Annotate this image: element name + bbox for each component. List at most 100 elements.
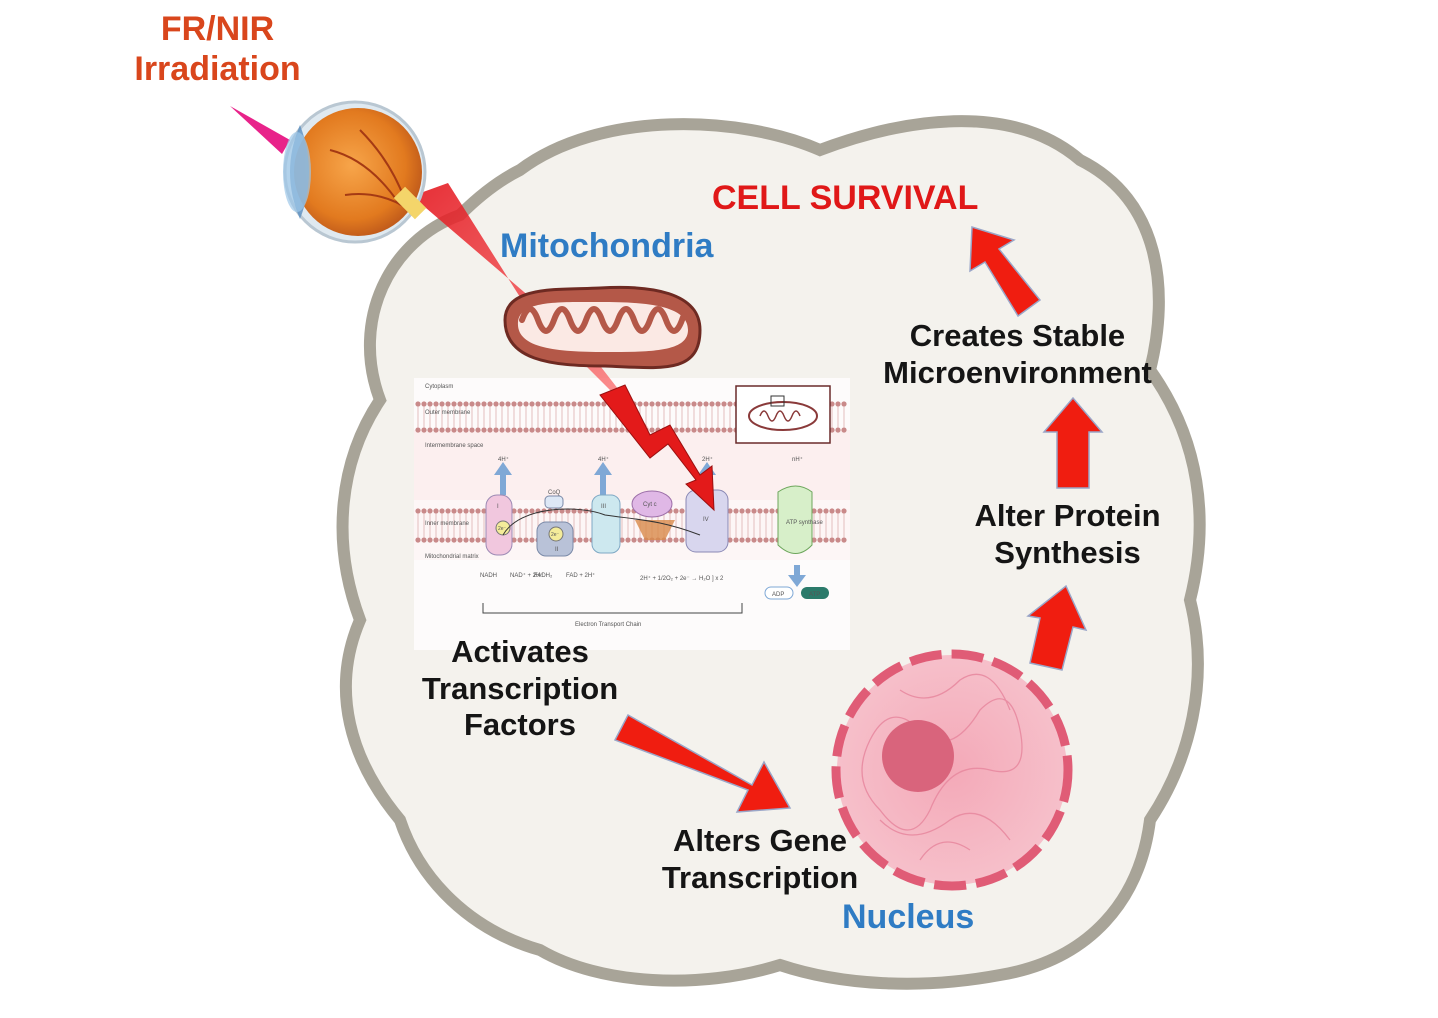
reaction-label: 2H⁺ + 1/2O₂ + 2e⁻ → H₂O ] x 2 xyxy=(640,575,724,582)
membrane-lipid xyxy=(643,401,649,407)
membrane-lipid xyxy=(433,508,439,514)
membrane-lipid xyxy=(763,537,769,543)
membrane-lipid xyxy=(427,508,433,514)
membrane-lipid xyxy=(715,401,721,407)
membrane-lipid xyxy=(565,427,571,433)
membrane-lipid xyxy=(769,508,775,514)
outer-membrane-label: Outer membrane xyxy=(425,410,471,416)
membrane-lipid xyxy=(583,537,589,543)
membrane-lipid xyxy=(631,537,637,543)
membrane-lipid xyxy=(823,537,829,543)
membrane-lipid xyxy=(445,401,451,407)
membrane-lipid xyxy=(553,427,559,433)
membrane-lipid xyxy=(517,537,523,543)
membrane-lipid xyxy=(679,508,685,514)
membrane-lipid xyxy=(451,537,457,543)
membrane-lipid xyxy=(529,427,535,433)
alter-protein-label: Alter Protein Synthesis xyxy=(974,498,1161,570)
membrane-lipid xyxy=(457,427,463,433)
membrane-lipid xyxy=(463,427,469,433)
membrane-lipid xyxy=(841,537,847,543)
membrane-lipid xyxy=(433,427,439,433)
membrane-lipid xyxy=(463,508,469,514)
fad-label: FAD + 2H⁺ xyxy=(566,572,595,579)
nadh-label: NADH xyxy=(480,573,497,579)
activates-tf-label: Activates Transcription Factors xyxy=(421,634,619,743)
membrane-lipid xyxy=(547,508,553,514)
membrane-lipid xyxy=(685,427,691,433)
membrane-lipid xyxy=(541,427,547,433)
membrane-lipid xyxy=(835,537,841,543)
membrane-lipid xyxy=(589,401,595,407)
membrane-lipid xyxy=(463,401,469,407)
membrane-lipid xyxy=(511,537,517,543)
etc-inset-panel: Cytoplasm Outer membrane Intermembrane s… xyxy=(414,378,850,650)
membrane-lipid xyxy=(559,401,565,407)
membrane-lipid xyxy=(427,401,433,407)
membrane-lipid xyxy=(475,401,481,407)
membrane-lipid xyxy=(757,508,763,514)
atp-label: ATP xyxy=(809,592,820,598)
membrane-lipid xyxy=(811,537,817,543)
arrow-microenv-to-survival xyxy=(969,225,1042,318)
membrane-lipid xyxy=(487,401,493,407)
membrane-lipid xyxy=(667,401,673,407)
membrane-lipid xyxy=(415,537,421,543)
membrane-lipid xyxy=(697,427,703,433)
membrane-lipid xyxy=(523,508,529,514)
membrane-lipid xyxy=(679,427,685,433)
membrane-lipid xyxy=(739,508,745,514)
atp-synthase-label: ATP synthase xyxy=(786,520,823,526)
complex-iii-label: III xyxy=(601,504,606,510)
atp-synthase xyxy=(777,485,813,554)
membrane-lipid xyxy=(709,427,715,433)
membrane-lipid xyxy=(727,537,733,543)
membrane-lipid xyxy=(679,401,685,407)
membrane-lipid xyxy=(481,427,487,433)
membrane-lipid xyxy=(595,427,601,433)
membrane-lipid xyxy=(769,537,775,543)
membrane-lipid xyxy=(745,537,751,543)
membrane-lipid xyxy=(727,401,733,407)
membrane-lipid xyxy=(481,537,487,543)
proton-label-2: 4H⁺ xyxy=(598,456,609,463)
atp-pill xyxy=(801,587,829,599)
membrane-lipid xyxy=(751,508,757,514)
membrane-lipid xyxy=(577,427,583,433)
membrane-lipid xyxy=(457,508,463,514)
membrane-lipid xyxy=(817,537,823,543)
membrane-lipid xyxy=(481,508,487,514)
membrane-lipid xyxy=(469,427,475,433)
membrane-lipid xyxy=(571,401,577,407)
membrane-lipid xyxy=(715,427,721,433)
proton-label-4: nH⁺ xyxy=(792,456,803,463)
membrane-lipid xyxy=(727,427,733,433)
membrane-lipid xyxy=(817,508,823,514)
membrane-lipid xyxy=(685,401,691,407)
membrane-lipid xyxy=(469,508,475,514)
intermembrane-space-label: Intermembrane space xyxy=(425,443,484,449)
membrane-lipid xyxy=(619,427,625,433)
stable-microenvironment-label: Creates Stable Microenvironment xyxy=(883,318,1152,390)
nad-label: NAD⁺ + 2H⁺ xyxy=(510,572,544,579)
inner-membrane-label: Inner membrane xyxy=(425,521,470,527)
membrane-lipid xyxy=(523,537,529,543)
membrane-lipid xyxy=(709,401,715,407)
membrane-lipid xyxy=(439,537,445,543)
cyt-c xyxy=(631,490,673,518)
electron-2 xyxy=(548,526,564,542)
membrane-lipid xyxy=(421,508,427,514)
membrane-lipid xyxy=(421,427,427,433)
membrane-lipid xyxy=(607,427,613,433)
membrane-lipid xyxy=(427,537,433,543)
outer-membrane xyxy=(415,401,847,433)
mitochondria-label: Mitochondria xyxy=(500,227,714,265)
membrane-lipid xyxy=(415,427,421,433)
membrane-lipid xyxy=(457,537,463,543)
membrane-lipid xyxy=(463,537,469,543)
membrane-lipid xyxy=(763,508,769,514)
membrane-lipid xyxy=(565,508,571,514)
membrane-lipid xyxy=(541,401,547,407)
membrane-lipid xyxy=(577,537,583,543)
